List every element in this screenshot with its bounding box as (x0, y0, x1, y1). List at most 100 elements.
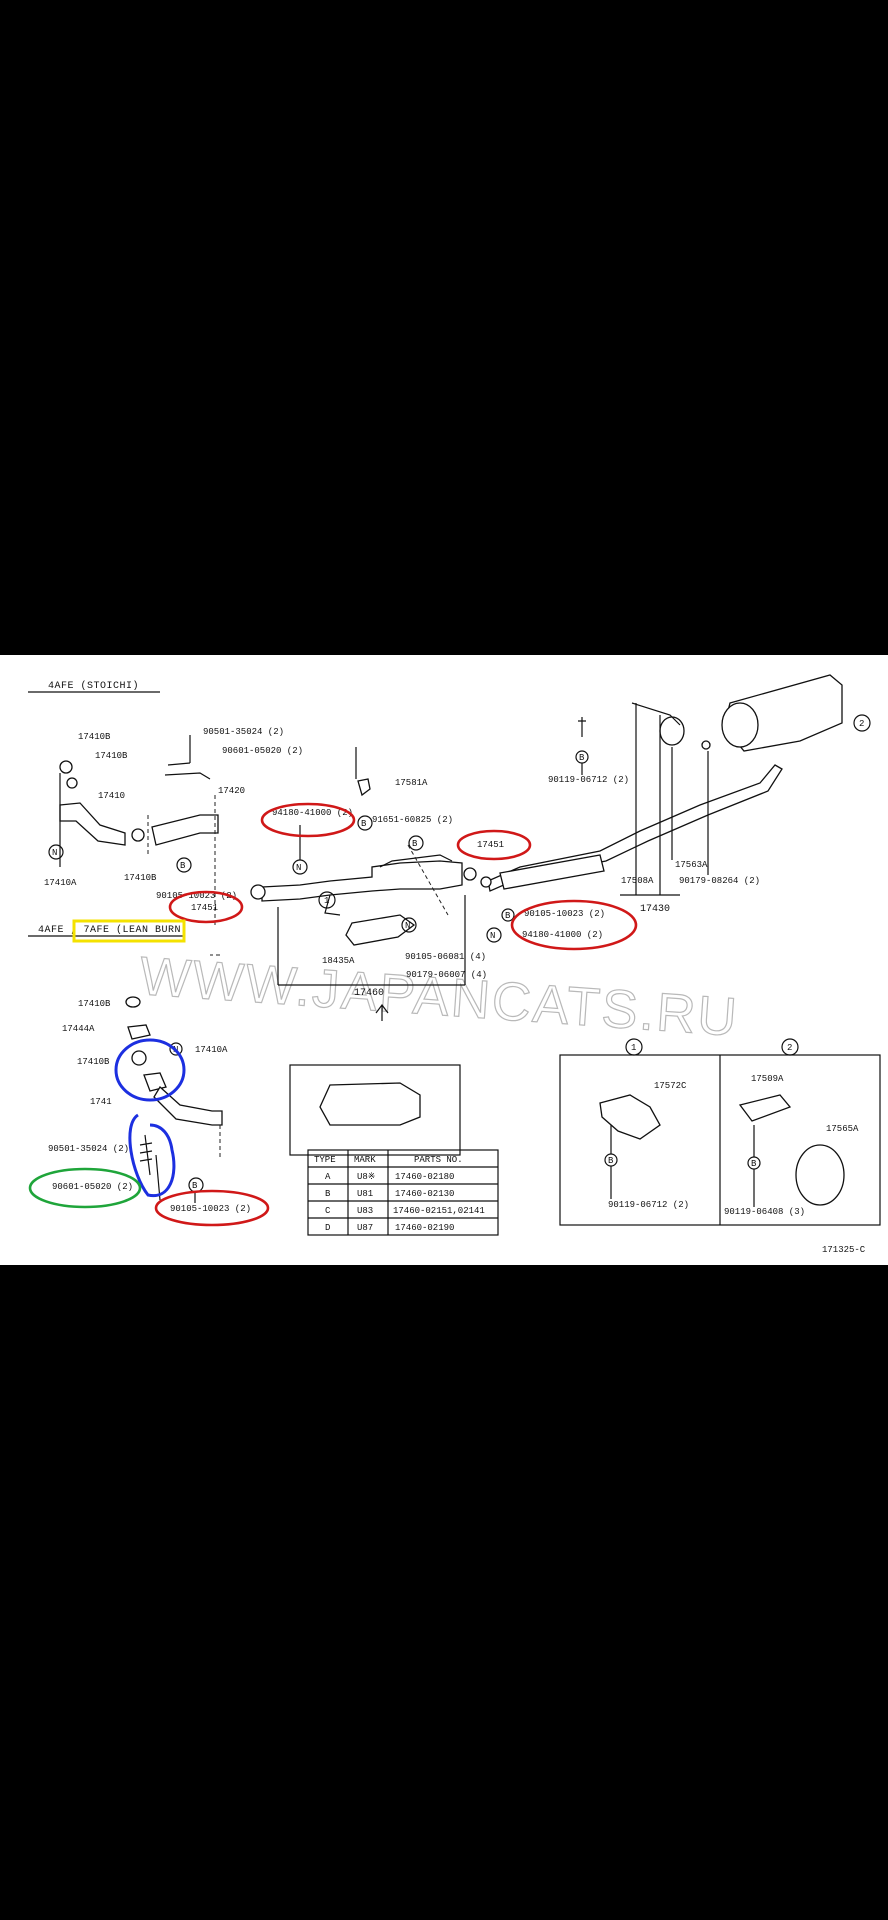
flange-17410 (143, 1072, 167, 1092)
hanger-17508a (631, 702, 681, 726)
label-17451-right: 17451 (477, 840, 504, 850)
marker-b-2 (357, 815, 373, 831)
gasket-17451-right (463, 867, 477, 881)
marker-b2-text: B (361, 819, 367, 829)
label-94180-top: 94180-41000 (2) (272, 808, 353, 818)
front-pipe-assembly (59, 760, 219, 846)
sub-muffler (499, 854, 605, 890)
callout-2-detail-text: 2 (787, 1043, 792, 1053)
table-cell: U81 (357, 1189, 373, 1199)
pipe-17420 (151, 814, 219, 846)
marker-n (48, 844, 64, 860)
blue-loop-bolts (128, 1113, 176, 1198)
label-b17565a: 17565A (826, 1124, 859, 1134)
label-l17410a: 17410A (195, 1045, 228, 1055)
converter-hanger (324, 894, 341, 916)
parts-table: TYPE MARK PARTS NO. A U8※ 17460-02180 B … (307, 1149, 499, 1236)
marker-n4-text: N (490, 931, 495, 941)
label-17410b-a: 17410B (78, 732, 111, 742)
table-cell: B (325, 1189, 331, 1199)
marker-b3-text: B (412, 839, 418, 849)
lean-burn-front-pipe (125, 996, 223, 1201)
label-l90501: 90501-35024 (2) (48, 1144, 129, 1154)
marker-n3-text: N (405, 921, 410, 931)
table-header-mark: MARK (354, 1155, 376, 1165)
callout-1-mid (318, 891, 336, 909)
header-stoichi: 4AFE (STOICHI) (48, 680, 139, 692)
marker-n-l (169, 1042, 183, 1056)
label-90105-mid: 90105-10023 (2) (524, 909, 605, 919)
label-l17410: 1741 (90, 1097, 112, 1107)
label-90501-top: 90501-35024 (2) (203, 727, 284, 737)
gasket-17444a (127, 1024, 151, 1040)
gasket-rear (480, 876, 492, 888)
label-17410b-c: 17410B (124, 873, 157, 883)
table-cell: 17460-02190 (395, 1223, 454, 1233)
label-b90119-06408: 90119-06408 (3) (724, 1207, 805, 1217)
red-circle-94180-top (260, 802, 356, 838)
label-90601-top: 90601-05020 (2) (222, 746, 303, 756)
red-circle-17451-right (456, 829, 532, 861)
label-17508a: 17508A (621, 876, 654, 886)
gasket-17410b (59, 760, 73, 774)
spring-90501-l (139, 1134, 153, 1176)
label-18435a: 18435A (322, 956, 355, 966)
label-17410: 17410 (98, 791, 125, 801)
red-circle-90105-lower (154, 1189, 270, 1227)
table-cell: C (325, 1206, 331, 1216)
label-l17444a: 17444A (62, 1024, 95, 1034)
label-90105-06081: 90105-06081 (4) (405, 952, 486, 962)
blue-circle-gaskets (114, 1038, 186, 1102)
marker-b-3 (408, 835, 424, 851)
marker-n-3 (401, 917, 417, 933)
label-17451-left: 17451 (191, 903, 218, 913)
marker-bd1-text: B (608, 1156, 614, 1166)
marker-b (176, 857, 192, 873)
table-header-parts: PARTS NO. (414, 1155, 463, 1165)
marker-b4-text: B (505, 911, 511, 921)
gasket-17451-left (250, 884, 266, 900)
marker-bd2-text: B (751, 1159, 757, 1169)
hanger-17581a (357, 778, 371, 797)
label-17460: 17460 (354, 988, 384, 999)
label-l17410b: 17410B (78, 999, 111, 1009)
ring-17410b (131, 828, 145, 842)
callout-1-detail-text: 1 (631, 1043, 636, 1053)
label-90179-06007: 90179-06007 (4) (406, 970, 487, 980)
marker-b-text: B (180, 861, 186, 871)
marker-n-4 (486, 927, 502, 943)
header-lean-burn: 4AFE , 7AFE (LEAN BURN) (38, 924, 188, 936)
label-94180-mid: 94180-41000 (2) (522, 930, 603, 940)
bolt-90601 (164, 772, 211, 780)
arrow-up (375, 1004, 389, 1021)
catalytic-converter (250, 778, 477, 946)
red-circle-17451-left (168, 890, 244, 924)
table-cell: U87 (357, 1223, 373, 1233)
label-17563a: 17563A (675, 860, 708, 870)
callout-2-top-text: 2 (859, 719, 864, 729)
bracket-17509a (738, 1094, 792, 1122)
mount-17565a (795, 1144, 845, 1206)
label-17420: 17420 (218, 786, 245, 796)
exhaust-parts-diagram: 4AFE (STOICHI) 4AFE , 7AFE (LEAN BURN) W… (0, 655, 888, 1265)
table-cell: 17460-02130 (395, 1189, 454, 1199)
diagram-canvas: 4AFE (STOICHI) 4AFE , 7AFE (LEAN BURN) W… (28, 674, 881, 1255)
table-border (307, 1149, 499, 1236)
label-91651: 91651-60825 (2) (372, 815, 453, 825)
mount-17563a (659, 716, 685, 746)
bolt-90601-l (155, 1154, 161, 1201)
label-l90105: 90105-10023 (2) (170, 1204, 251, 1214)
label-b17572c: 17572C (654, 1081, 687, 1091)
gasket-17410b-l2 (131, 1050, 147, 1066)
spring-90501 (167, 762, 191, 766)
gasket-17410b-2 (66, 777, 78, 789)
label-90119-top: 90119-06712 (2) (548, 775, 629, 785)
converter-sketch (319, 1082, 421, 1126)
table-cell: D (325, 1223, 330, 1233)
marker-b5-text: B (579, 753, 585, 763)
table-header-type: TYPE (314, 1155, 336, 1165)
figure-number: 171325-C (822, 1245, 866, 1255)
heat-shield-18435a (345, 914, 416, 946)
marker-n2-text: N (296, 863, 301, 873)
red-circle-90105-94180 (510, 899, 638, 951)
